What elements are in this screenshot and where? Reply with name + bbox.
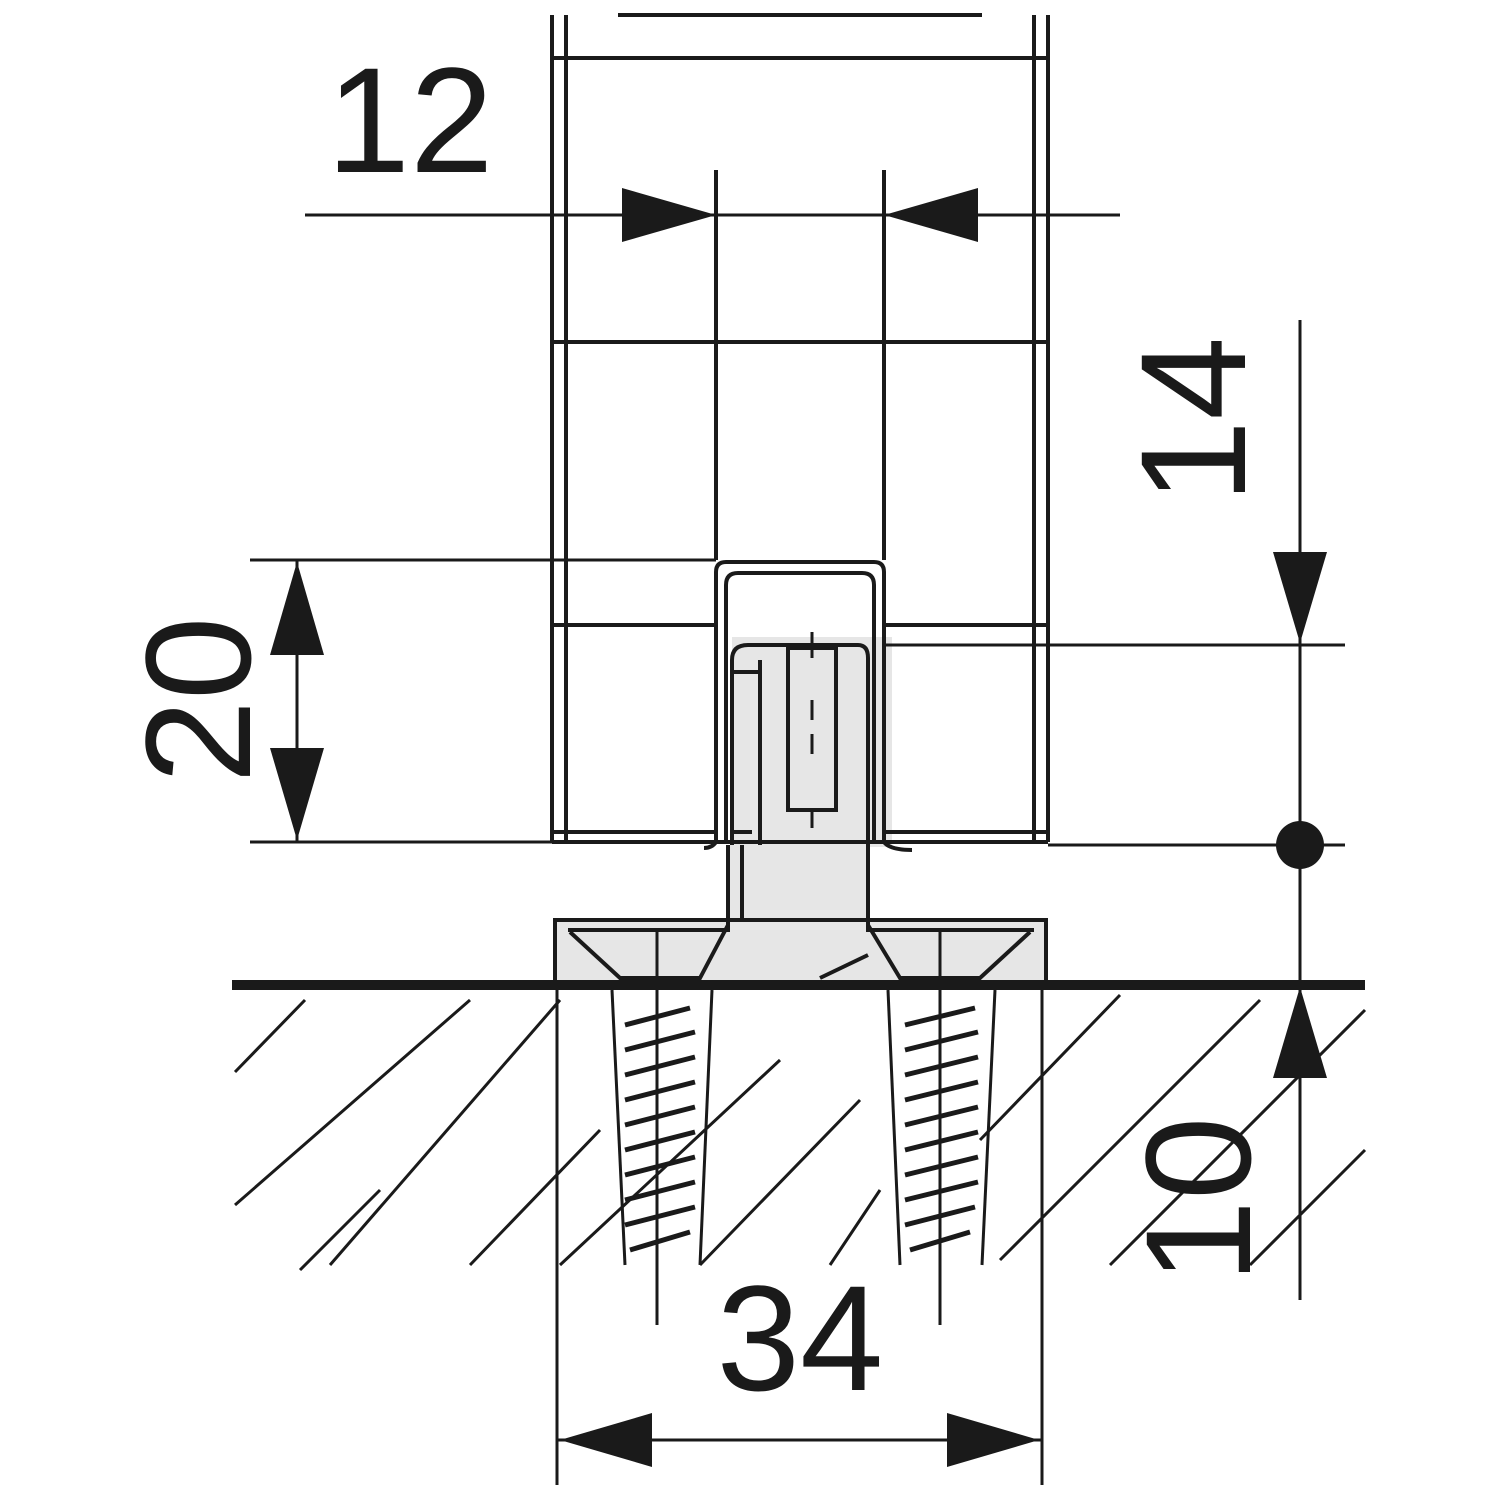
dimension-label-height-right-bottom: 10 (1114, 1117, 1282, 1284)
screw-left (610, 930, 714, 1325)
dimension-height-right-top: 14 (884, 320, 1345, 1300)
dimension-label-width-bottom: 34 (717, 1254, 884, 1422)
dimension-width-top: 12 (305, 36, 1120, 242)
screw-right (886, 930, 997, 1325)
dimension-height-left: 20 (114, 558, 716, 844)
dimension-label-width-top: 12 (327, 36, 494, 204)
guide-channel (703, 560, 913, 852)
mounting-surface (232, 980, 1367, 1272)
dimension-label-height-left: 20 (114, 617, 282, 784)
dimension-width-bottom: 34 (555, 990, 1044, 1485)
dimension-height-right-bottom: 10 (1114, 987, 1327, 1283)
dimension-label-height-right-top: 14 (1109, 337, 1277, 504)
cabinet-outline (550, 13, 1050, 844)
